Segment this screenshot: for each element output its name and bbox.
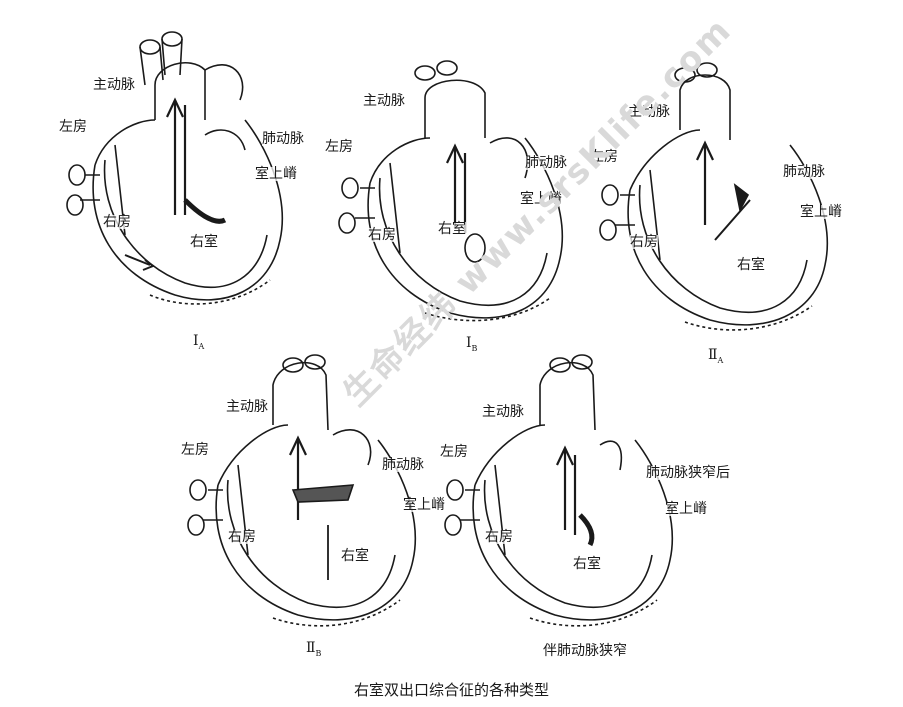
label-aorta: 主动脉 [93,77,135,93]
caption-stenosis: 伴肺动脉狭窄 [543,643,627,659]
label-left-atrium: 左房 [590,149,618,165]
label-right-atrium: 右房 [630,234,658,250]
label-aorta: 主动脉 [226,399,268,415]
label-right-ventricle: 右室 [737,257,765,273]
label-crista: 室上嵴 [255,166,297,182]
label-left-atrium: 左房 [59,119,87,135]
label-right-atrium: 右房 [228,529,256,545]
panel-iib: 主动脉 左房 肺动脉 室上嵴 右房 右室 [178,350,448,640]
caption-ia: ⅠA [193,333,205,351]
caption-iib: ⅡB [306,640,322,658]
label-right-atrium: 右房 [368,227,396,243]
label-right-ventricle: 右室 [190,234,218,250]
panel-iia: 主动脉 左房 肺动脉 室上嵴 右房 右室 [590,60,860,340]
label-post-stenotic: 肺动脉狭窄后 [646,465,730,481]
label-crista: 室上嵴 [800,204,842,220]
label-right-ventricle: 右室 [573,556,601,572]
label-crista: 室上嵴 [403,497,445,513]
panel-ib: 主动脉 左房 肺动脉 室上嵴 右房 右室 [325,58,590,328]
panel-stenosis: 主动脉 左房 肺动脉狭窄后 室上嵴 右房 右室 [440,350,780,640]
label-aorta: 主动脉 [482,404,524,420]
heart-drawing-iia [599,62,829,331]
heart-drawing-stenosis [444,354,674,627]
label-pulmonary-artery: 肺动脉 [262,131,304,147]
label-crista: 室上嵴 [520,191,562,207]
label-pulmonary-artery: 肺动脉 [783,164,825,180]
label-pulmonary-artery: 肺动脉 [382,457,424,473]
figure-caption: 右室双出口综合征的各种类型 [353,681,549,699]
label-left-atrium: 左房 [325,139,353,155]
label-left-atrium: 左房 [440,444,468,460]
panel-ia: 主动脉 左房 肺动脉 室上嵴 右房 右室 [55,25,305,315]
caption-ib: ⅠB [466,335,478,353]
label-pulmonary-artery: 肺动脉 [525,155,567,171]
label-crista: 室上嵴 [665,501,707,517]
label-aorta: 主动脉 [363,93,405,109]
label-right-ventricle: 右室 [341,548,369,564]
label-right-ventricle: 右室 [438,221,466,237]
label-aorta: 主动脉 [628,104,670,120]
caption-iia: ⅡA [708,347,724,365]
label-right-atrium: 右房 [485,529,513,545]
heart-drawing-iib [187,354,417,627]
label-right-atrium: 右房 [103,214,131,230]
label-left-atrium: 左房 [181,442,209,458]
